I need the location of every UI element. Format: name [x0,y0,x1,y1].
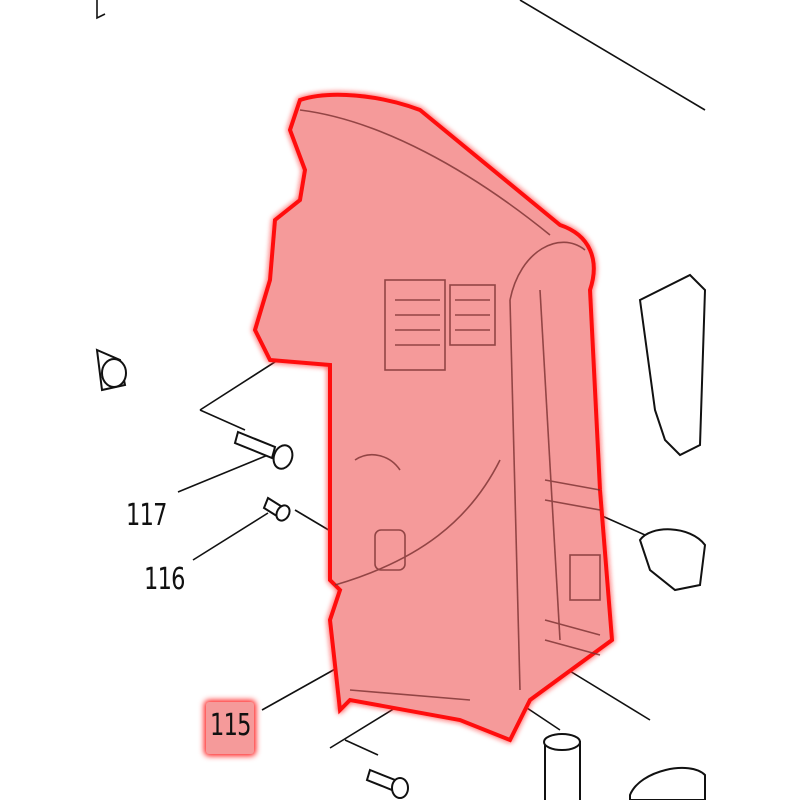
screw-bottom [365,768,409,799]
part-label-115[interactable]: 115 [210,708,251,743]
switch-trigger [638,273,707,457]
other-parts [95,273,707,800]
screw-117 [233,430,294,470]
cover-plate [629,766,706,800]
switch-button [638,528,707,592]
part-label-116[interactable]: 116 [144,562,185,597]
tube [543,733,581,800]
housing-part-115[interactable] [252,92,615,743]
pin-116 [262,496,291,522]
leader-lines [96,0,706,756]
part-label-115-highlight [206,702,254,754]
bushing [95,348,127,392]
part-label-117[interactable]: 117 [126,498,167,533]
